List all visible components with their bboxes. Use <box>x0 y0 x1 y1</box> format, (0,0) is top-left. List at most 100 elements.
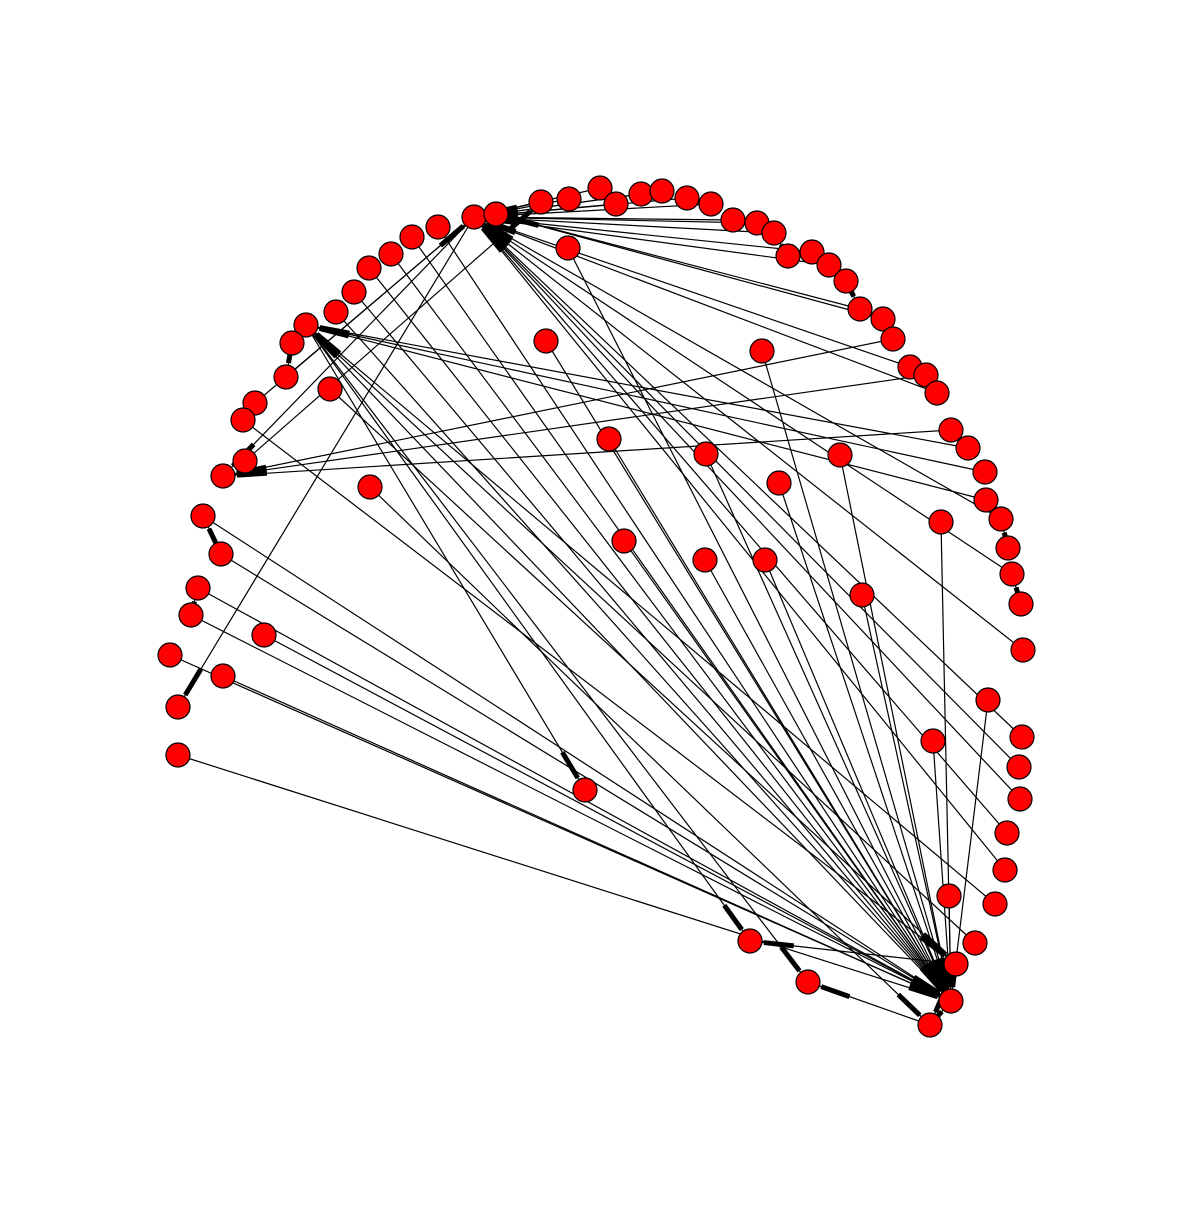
graph-node-36 <box>992 857 1018 883</box>
graph-node-5 <box>603 191 629 217</box>
edge-27-0 <box>473 216 1002 520</box>
edge-21-74 <box>222 374 927 477</box>
edge-73-2 <box>244 201 542 462</box>
edge-arrowhead-23-74 <box>236 470 268 478</box>
edge-63-40 <box>368 267 952 1002</box>
graph-node-77 <box>185 575 211 601</box>
graph-node-15 <box>816 252 842 278</box>
graph-node-18 <box>870 306 896 332</box>
edge-arrowhead-65-40 <box>919 966 944 993</box>
graph-node-70 <box>357 474 383 500</box>
edge-23-74 <box>222 429 952 477</box>
graph-node-76 <box>208 541 234 567</box>
node-layer <box>157 175 1036 1038</box>
graph-node-68 <box>273 364 299 390</box>
edge-57-40 <box>950 699 989 1002</box>
edge-66-43 <box>305 324 751 942</box>
edge-35-0 <box>473 216 1008 834</box>
edge-31-0 <box>473 216 1024 651</box>
graph-node-6 <box>628 181 654 207</box>
graph-node-74 <box>210 463 236 489</box>
graph-node-56 <box>928 509 954 535</box>
graph-node-13 <box>775 243 801 269</box>
graph-node-44 <box>572 777 598 803</box>
graph-node-53 <box>766 470 792 496</box>
graph-node-82 <box>210 663 236 689</box>
edge-45-40 <box>861 594 952 1002</box>
edge-33-0 <box>473 216 1020 768</box>
graph-node-4 <box>587 175 613 201</box>
graph-node-47 <box>692 547 718 573</box>
graph-node-69 <box>317 376 343 402</box>
graph-node-49 <box>596 426 622 452</box>
edge-layer <box>169 187 1024 1026</box>
graph-node-57 <box>975 687 1001 713</box>
edge-83-40 <box>263 634 952 1002</box>
edge-25-66 <box>305 324 986 473</box>
edge-66-42 <box>305 324 809 983</box>
edge-34-0 <box>473 216 1021 800</box>
edge-75-40 <box>202 515 952 1002</box>
edge-arrowhead-66-44 <box>560 750 580 780</box>
edge-arrowhead-37-66 <box>315 332 342 356</box>
edge-52-40 <box>761 350 952 1002</box>
graph-node-39 <box>943 951 969 977</box>
graph-node-79 <box>157 642 183 668</box>
graph-node-2 <box>528 189 554 215</box>
graph-node-65 <box>323 299 349 325</box>
graph-node-25 <box>972 459 998 485</box>
graph-node-32 <box>1009 724 1035 750</box>
edge-29-0 <box>473 216 1013 575</box>
graph-node-8 <box>674 185 700 211</box>
edge-61-40 <box>411 236 952 1002</box>
graph-node-12 <box>761 220 787 246</box>
edge-0-80 <box>177 216 475 708</box>
edge-60-40 <box>437 226 952 1002</box>
edge-36-0 <box>473 216 1006 871</box>
graph-node-14 <box>799 239 825 265</box>
edge-18-1 <box>495 213 884 320</box>
edge-arrowhead-41-42 <box>820 984 851 999</box>
edge-79-40 <box>169 654 952 1002</box>
graph-node-45 <box>849 582 875 608</box>
edge-55-40 <box>839 454 952 1002</box>
edge-arrowhead-73-2 <box>506 209 533 233</box>
graph-node-54 <box>693 441 719 467</box>
graph-node-61 <box>399 224 425 250</box>
graph-node-37 <box>982 891 1008 917</box>
graph-node-23 <box>938 417 964 443</box>
graph-node-3 <box>556 186 582 212</box>
edge-53-40 <box>778 482 952 1002</box>
graph-node-75 <box>190 503 216 529</box>
graph-node-29 <box>999 561 1025 587</box>
graph-node-62 <box>378 241 404 267</box>
edge-81-40 <box>177 754 952 1002</box>
graph-node-40 <box>938 988 964 1014</box>
graph-node-33 <box>1006 754 1032 780</box>
graph-node-59 <box>936 883 962 909</box>
edge-arrowhead-79-40 <box>909 980 940 998</box>
edge-37-66 <box>305 324 996 905</box>
edge-arrowhead-26-66 <box>318 326 350 339</box>
edge-51-40 <box>567 247 952 1002</box>
graph-node-9 <box>698 191 724 217</box>
graph-node-0 <box>461 204 487 230</box>
graph-node-16 <box>833 268 859 294</box>
edge-70-41 <box>369 486 931 1026</box>
graph-node-24 <box>955 435 981 461</box>
edge-17-1 <box>495 213 861 310</box>
graph-node-73 <box>232 448 258 474</box>
graph-node-81 <box>165 742 191 768</box>
graph-node-67 <box>279 330 305 356</box>
edge-arrowhead-68-0 <box>438 224 465 248</box>
edge-62-40 <box>390 253 952 1002</box>
graph-node-42 <box>795 969 821 995</box>
edge-arrowhead-17-1 <box>508 215 540 228</box>
graph-node-46 <box>752 547 778 573</box>
edge-24-66 <box>305 324 969 449</box>
graph-node-58 <box>920 728 946 754</box>
edge-arrowhead-54-40 <box>930 959 948 990</box>
graph-node-43 <box>737 928 763 954</box>
edge-38-66 <box>305 324 976 944</box>
